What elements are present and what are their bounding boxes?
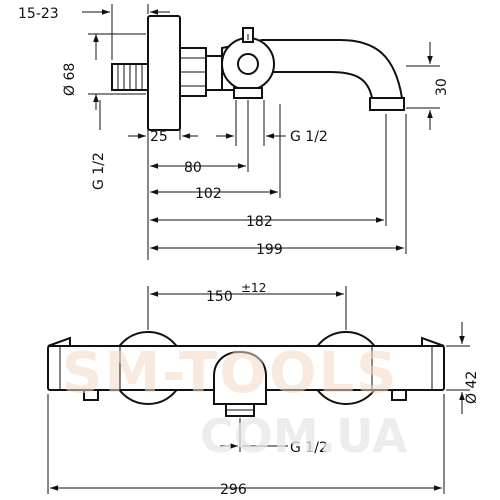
watermark: SM-TOOLS COM.UA — [62, 341, 408, 463]
dim-d42-label: Ø 42 — [464, 371, 480, 404]
dim-80-label: 80 — [184, 160, 202, 176]
dim-g12-right-label: G 1/2 — [290, 129, 328, 145]
dim-199-label: 199 — [256, 242, 283, 258]
dim-182-label: 182 — [246, 214, 273, 230]
dim-150-label: 150 — [206, 289, 233, 305]
watermark-line2: COM.UA — [200, 409, 408, 463]
dim-296-label: 296 — [220, 482, 247, 498]
wall-connector — [111, 63, 149, 91]
dim-15-23-label: 15-23 — [18, 6, 59, 22]
coupling-nut — [179, 47, 207, 97]
front-view: 150 ±12 Ø 42 G 1/2 296 — [47, 281, 480, 498]
spout-outlet — [369, 97, 405, 111]
dim-d68-label: Ø 68 — [62, 63, 78, 96]
diverter-knob — [221, 27, 275, 99]
dim-g12-vertical-label: G 1/2 — [91, 152, 107, 190]
dim-150-tolerance: ±12 — [241, 281, 266, 295]
watermark-line1: SM-TOOLS — [62, 341, 399, 406]
dim-30-label: 30 — [434, 78, 450, 96]
dim-102-label: 102 — [195, 186, 222, 202]
dim-25-label: 25 — [150, 129, 168, 145]
spout-front — [213, 350, 267, 405]
dim-g12-front-label: G 1/2 — [290, 440, 328, 456]
escutcheon — [147, 15, 181, 131]
side-view: 15-23 Ø 68 G 1/2 25 G 1/2 80 102 18 — [18, 4, 450, 260]
